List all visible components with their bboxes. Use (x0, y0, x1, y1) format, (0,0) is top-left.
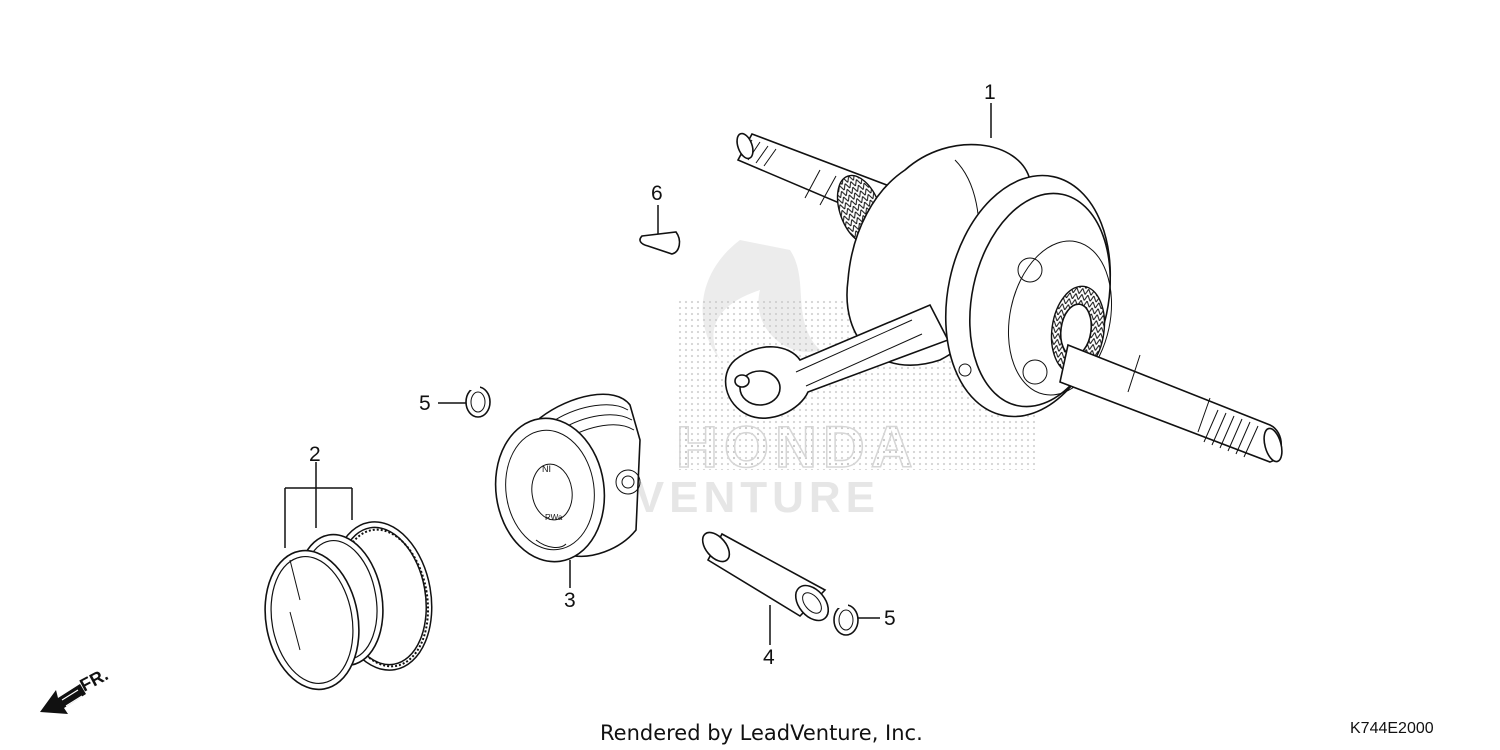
callout-woodruff-key: 6 (651, 182, 663, 205)
piston-part: NI RWa (494, 393, 641, 563)
front-direction-arrow-icon (40, 684, 86, 714)
pin-clip-right-part (833, 600, 859, 636)
piston-ring-set-part (264, 521, 433, 691)
rendered-by-footer: Rendered by LeadVenture, Inc. (600, 721, 923, 745)
piston-pin-part (701, 531, 830, 622)
diagram-code: K744E2000 (1350, 720, 1434, 737)
crankshaft-assembly (724, 132, 1283, 463)
callout-piston: 3 (564, 589, 576, 612)
piston-marking-bottom: RWa (545, 513, 563, 522)
pin-clip-left-part (465, 382, 491, 418)
piston-marking-top: NI (542, 464, 551, 474)
callout-piston-pin: 4 (763, 646, 775, 669)
leader-lines (284, 103, 992, 645)
woodruff-key (639, 231, 681, 255)
callout-crankshaft: 1 (984, 81, 996, 104)
callout-piston-ring-set: 2 (309, 443, 321, 466)
callout-pin-clip-left: 5 (419, 392, 431, 415)
watermark-brand: HONDA (676, 415, 919, 480)
callout-pin-clip-right: 5 (884, 607, 896, 630)
